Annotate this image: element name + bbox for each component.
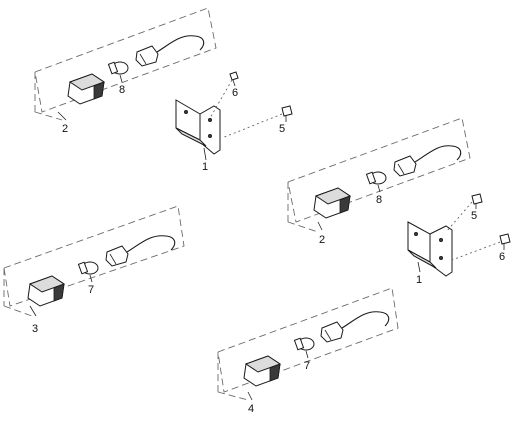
marker-lamp-housing [67,73,106,105]
socket-with-wire [105,235,176,267]
group-outline [34,7,217,113]
group-outline [287,117,471,223]
callout-7-bottom: 7 [304,360,310,372]
leader-7 [89,274,93,283]
screw-5-right [445,193,483,233]
group-outline-bottom [3,305,33,317]
screw-5-upper [221,105,293,139]
bulb [107,61,129,75]
leader-3 [29,305,37,317]
callout-1-upper: 1 [202,161,208,173]
callout-5-right: 5 [471,210,477,222]
leader-8 [377,184,381,193]
socket-with-wire [393,145,462,177]
bulb [77,261,99,275]
mounting-bracket-upper [175,99,221,161]
leader-2 [57,111,67,121]
callout-2-top: 2 [62,123,68,135]
leader-2 [317,221,323,231]
screw-6-upper [209,71,239,119]
callout-6-right: 6 [499,251,505,263]
leader-8 [119,74,123,83]
group-outline-bottom [287,221,319,233]
group-outline-bottom [217,391,249,401]
group-outline [217,287,399,393]
assembly-group-2-top: 8 2 [34,7,217,135]
group-outline [3,205,185,307]
marker-lamp-housing [313,187,352,219]
callout-6-upper: 6 [232,87,238,99]
leader-4 [247,391,253,401]
bulb [293,337,315,351]
screw-6-right [451,233,511,261]
bulb [365,171,387,185]
leader-7 [305,350,309,359]
callout-3: 3 [32,323,38,335]
marker-lamp-housing [27,275,66,307]
assembly-group-2-right: 8 2 [287,117,471,246]
assembly-group-3: 7 3 [3,205,185,335]
mounting-bracket-right [407,221,453,277]
callout-1-right: 1 [416,274,422,286]
callout-5-upper: 5 [279,123,285,135]
assembly-group-4: 7 4 [217,287,399,415]
socket-with-wire [135,35,205,67]
callout-4: 4 [248,403,254,415]
callout-8-right: 8 [376,194,382,206]
callout-7-left: 7 [88,284,94,296]
callout-8-top: 8 [119,84,125,96]
marker-lamp-housing [243,355,282,387]
group-outline-bottom [34,111,63,121]
callout-2-right: 2 [319,234,325,246]
socket-with-wire [320,311,390,343]
